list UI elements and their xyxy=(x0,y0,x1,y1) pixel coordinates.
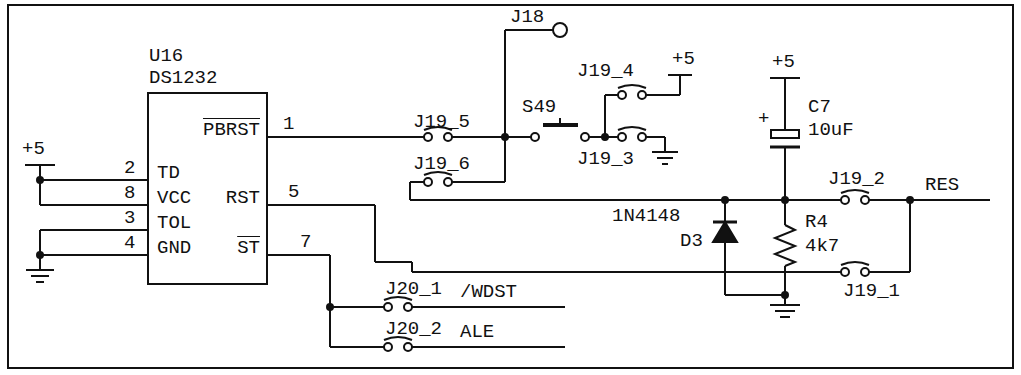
part-reference: J20_1 xyxy=(385,280,442,299)
part-reference: J19_1 xyxy=(843,282,900,301)
part-reference: J19_3 xyxy=(577,150,634,169)
signal-name: ALE xyxy=(460,323,494,342)
signal-name: RES xyxy=(925,176,959,195)
part-reference: J19_2 xyxy=(828,170,885,189)
pin-name: VCC xyxy=(157,189,191,208)
frame xyxy=(8,5,1013,368)
signal-name: /WDST xyxy=(460,283,517,302)
pin-name: ST xyxy=(237,239,260,258)
part-reference: J19_6 xyxy=(413,155,470,174)
pin-name: RST xyxy=(226,189,260,208)
reset-wires xyxy=(268,78,990,317)
supply-label: +5 xyxy=(772,53,795,72)
part-reference: C7 xyxy=(808,98,831,117)
pin-name: TOL xyxy=(157,214,191,233)
part-reference: S49 xyxy=(522,98,556,117)
ic-body: U16DS1232PBRSTTDVCCRSTTOLGNDST xyxy=(147,92,268,285)
pin-number: 2 xyxy=(124,159,135,178)
supply-label: +5 xyxy=(672,50,695,69)
pin-name: PBRST xyxy=(203,121,260,140)
pin-number: 7 xyxy=(300,233,311,252)
part-number: DS1232 xyxy=(149,69,217,88)
supply-label: +5 xyxy=(22,140,45,159)
pin-name: GND xyxy=(157,239,191,258)
part-reference: J20_2 xyxy=(385,320,442,339)
part-reference: D3 xyxy=(680,232,703,251)
part-reference: U16 xyxy=(149,47,183,66)
chip-left-wires xyxy=(25,165,147,282)
strobe-wires xyxy=(268,255,565,351)
part-value: 10uF xyxy=(808,121,854,140)
part-reference: J18 xyxy=(510,8,544,27)
pin-number: 5 xyxy=(288,183,299,202)
pin-number: 4 xyxy=(124,234,135,253)
pin-number: 1 xyxy=(283,115,294,134)
part-value: 4k7 xyxy=(805,237,839,256)
pin-name: TD xyxy=(157,164,180,183)
part-reference: J19_4 xyxy=(577,62,634,81)
part-reference: R4 xyxy=(805,213,828,232)
pbrst-wires xyxy=(268,23,692,186)
part-reference: J19_5 xyxy=(413,113,470,132)
part-value: 1N4148 xyxy=(612,207,680,226)
polarity-mark: + xyxy=(758,110,769,129)
pin-number: 8 xyxy=(124,184,135,203)
pin-number: 3 xyxy=(124,209,135,228)
